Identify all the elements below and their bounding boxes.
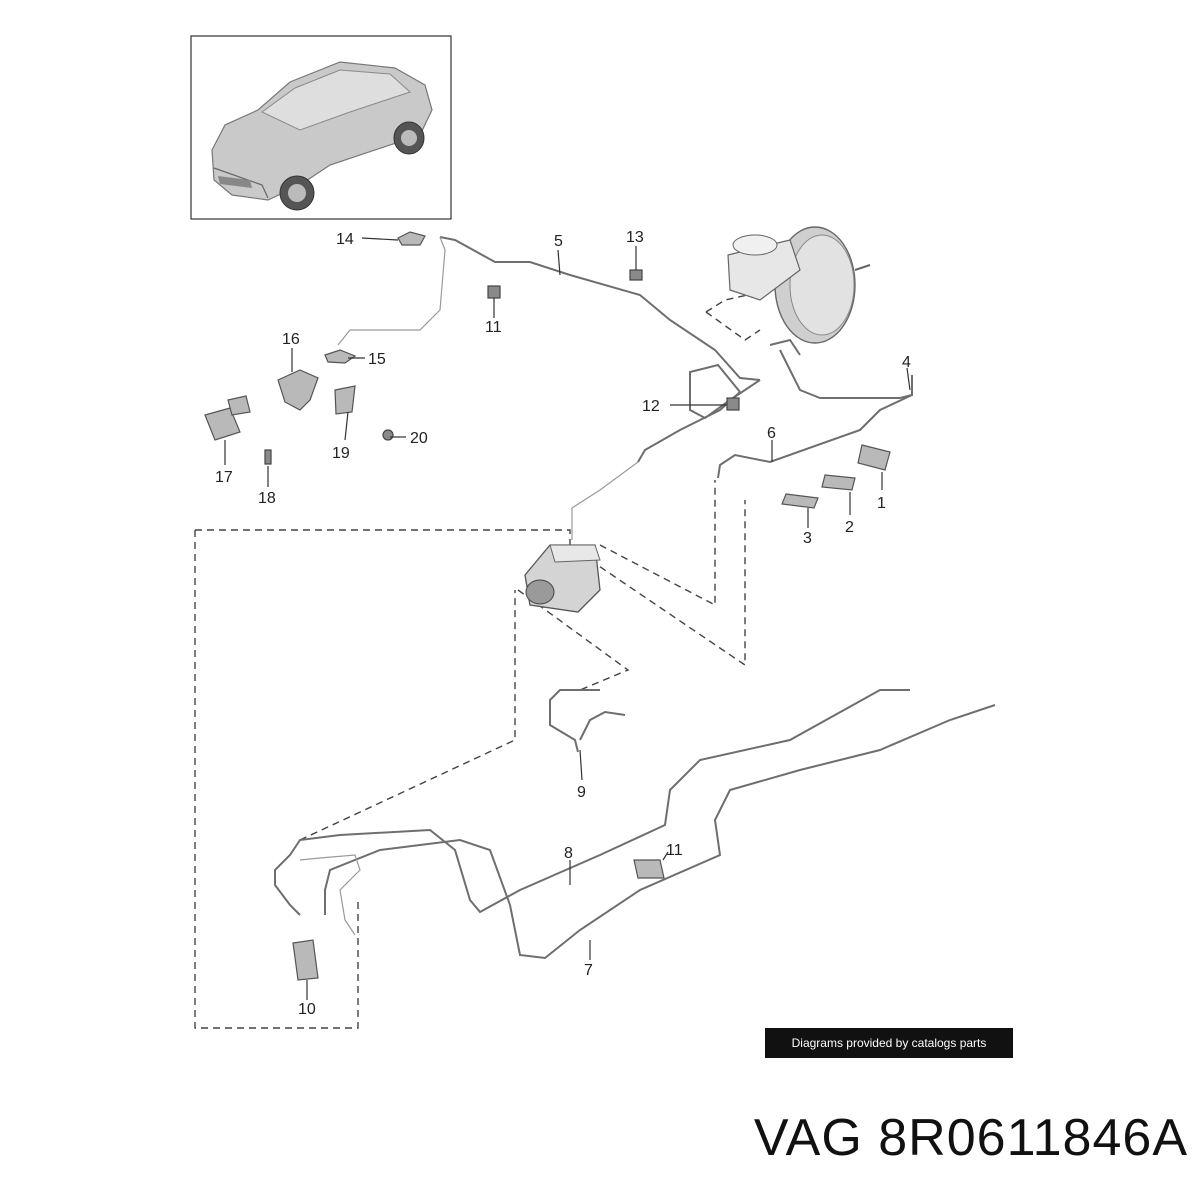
callout-10: 10 [298, 1001, 316, 1018]
brake-booster [727, 226, 871, 344]
callout-2: 2 [845, 519, 854, 536]
abs-unit [524, 544, 601, 613]
credit-text: Diagrams provided by catalogs parts [791, 1036, 987, 1050]
callout-11-bottom: 11 [666, 842, 683, 859]
callout-18: 18 [258, 490, 276, 507]
callout-20: 20 [410, 430, 428, 447]
callout-11-top: 11 [485, 319, 502, 336]
brake-pipes [274, 236, 996, 960]
callout-8: 8 [564, 845, 573, 862]
callout-7: 7 [584, 962, 593, 979]
callout-4: 4 [902, 354, 911, 371]
callout-19: 19 [332, 445, 350, 462]
callout-labels: 14 5 13 11 16 15 20 19 17 18 12 4 6 1 2 … [215, 229, 911, 1018]
callout-16: 16 [282, 331, 300, 348]
callout-5: 5 [554, 233, 563, 250]
callout-12: 12 [642, 398, 660, 415]
callout-9: 9 [577, 784, 586, 801]
callout-13: 13 [626, 229, 644, 246]
leader-lines [224, 237, 911, 1000]
callout-6: 6 [767, 425, 776, 442]
callout-15: 15 [368, 351, 386, 368]
small-parts [204, 231, 891, 981]
part-number-title: VAG 8R0611846A [753, 1109, 1188, 1167]
credit-banner: Diagrams provided by catalogs parts [765, 1028, 1013, 1058]
callout-1: 1 [877, 495, 886, 512]
vehicle-thumbnail [190, 35, 452, 220]
callout-3: 3 [803, 530, 812, 547]
callout-14: 14 [336, 231, 354, 248]
dashed-boundaries [194, 289, 771, 1029]
callout-17: 17 [215, 469, 233, 486]
